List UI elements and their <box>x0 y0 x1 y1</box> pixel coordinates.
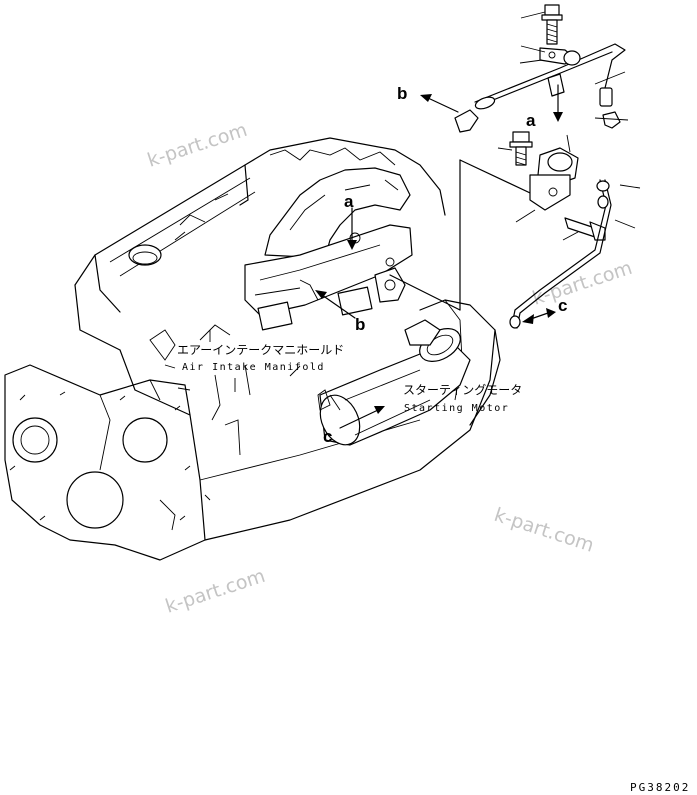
mounting-bolt <box>509 131 533 166</box>
callout-b-left: b <box>397 84 407 103</box>
exploded-view-guides <box>389 159 546 311</box>
valve-body <box>529 147 579 211</box>
callout-a-engine: a <box>344 192 354 211</box>
watermark: k-part.com <box>491 504 596 557</box>
callout-c-motor: c <box>323 427 332 446</box>
callout-arrows <box>315 84 563 429</box>
exploded-parts <box>454 4 641 329</box>
top-bolt <box>541 4 563 45</box>
callout-b-engine: b <box>355 315 365 334</box>
callout-a-top: a <box>526 111 536 130</box>
watermark: k-part.com <box>163 565 268 618</box>
manifold-label-jp: エアーインテークマニホールド <box>177 343 344 357</box>
air-intake-manifold <box>149 167 413 361</box>
watermark: k-part.com <box>530 257 635 310</box>
callout-c-right: c <box>558 296 567 315</box>
engine-block <box>4 137 501 561</box>
drawing-code: PG38202 <box>630 781 690 794</box>
motor-label-en: Starting Motor <box>404 403 509 414</box>
manifold-label-en: Air Intake Manifold <box>182 362 325 373</box>
oil-filler-cap <box>128 244 162 266</box>
watermark: k-part.com <box>145 119 250 172</box>
motor-label-jp: スターティングモータ <box>403 383 522 397</box>
